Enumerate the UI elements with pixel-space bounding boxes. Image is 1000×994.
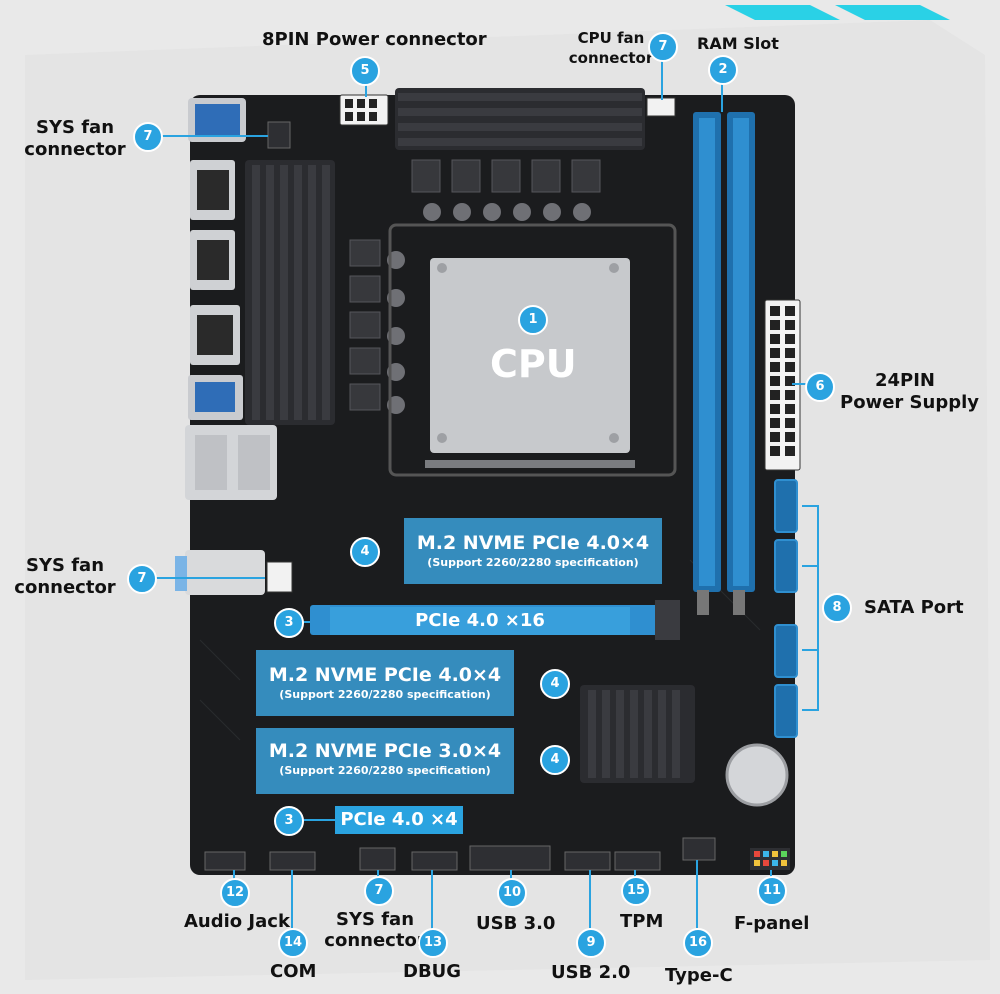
cpu-socket	[430, 258, 630, 453]
ram-slots	[693, 112, 755, 615]
label-sys-fan-bot-1: SYS fan	[335, 909, 415, 930]
badge-4-m2-mid: 4	[540, 669, 570, 699]
badge-6: 6	[805, 372, 835, 402]
m2-slot-mid: M.2 NVME PCIe 4.0×4 (Support 2260/2280 s…	[256, 650, 514, 716]
accent-stripe	[725, 5, 840, 20]
cmos-battery	[725, 743, 789, 807]
badge-11: 11	[757, 876, 787, 906]
label-ram: RAM Slot	[697, 34, 779, 53]
badge-10: 10	[497, 878, 527, 908]
badge-4-m2-top: 4	[350, 537, 380, 567]
badge-3-pcie4: 3	[274, 806, 304, 836]
cpu-fan-header	[646, 97, 676, 117]
badge-7-sys-fan-bot: 7	[364, 876, 394, 906]
pcie4-slot-label: PCIe 4.0 ×4	[335, 806, 463, 834]
badge-13: 13	[418, 928, 448, 958]
cpu-socket-frame	[388, 223, 677, 477]
sys-fan-header-top	[267, 121, 291, 149]
m2-slot-top-sub: (Support 2260/2280 specification)	[427, 556, 639, 569]
pcie16-slot-label: PCIe 4.0 ×16	[330, 607, 630, 635]
badge-7-sys-fan-top: 7	[133, 122, 163, 152]
m2-slot-top-title: M.2 NVME PCIe 4.0×4	[416, 532, 650, 554]
label-sys-fan-bot-2: connector	[324, 930, 426, 951]
badge-1: 1	[518, 305, 548, 335]
cpu-label: CPU	[490, 342, 577, 386]
badge-2: 2	[708, 55, 738, 85]
vrm-heatsink-top	[395, 88, 645, 150]
label-com: COM	[270, 961, 317, 982]
bottom-headers	[204, 837, 716, 871]
badge-15: 15	[621, 876, 651, 906]
label-sys-fan-top-1: SYS fan	[35, 117, 115, 138]
m2-slot-bot-title: M.2 NVME PCIe 3.0×4	[268, 740, 502, 762]
label-cpu-fan-1: CPU fan	[577, 29, 645, 47]
sys-fan-header-mid	[266, 561, 293, 593]
badge-12: 12	[220, 878, 250, 908]
label-dbug: DBUG	[403, 961, 462, 982]
badge-9: 9	[576, 928, 606, 958]
label-audio: Audio Jack	[184, 911, 290, 932]
label-8pin: 8PIN Power connector	[262, 29, 487, 50]
label-sys-fan-mid-1: SYS fan	[25, 555, 105, 576]
accent-stripe	[835, 5, 950, 20]
pcie16-title: PCIe 4.0 ×16	[415, 610, 545, 631]
m2-slot-bot: M.2 NVME PCIe 3.0×4 (Support 2260/2280 s…	[256, 728, 514, 794]
badge-7-cpu-fan: 7	[648, 32, 678, 62]
label-sys-fan-top-2: connector	[24, 139, 126, 160]
m2-slot-mid-sub: (Support 2260/2280 specification)	[279, 688, 491, 701]
label-sys-fan-mid-2: connector	[14, 577, 116, 598]
label-typec: Type-C	[665, 965, 733, 986]
m2-slot-bot-sub: (Support 2260/2280 specification)	[279, 764, 491, 777]
sata-ports	[774, 479, 798, 738]
chokes	[349, 159, 601, 411]
vrm-heatsink-left	[245, 160, 335, 425]
badge-16: 16	[683, 928, 713, 958]
badge-7-sys-fan-mid: 7	[127, 564, 157, 594]
label-fpanel: F-panel	[734, 913, 810, 934]
badge-14: 14	[278, 928, 308, 958]
badge-4-m2-bot: 4	[540, 745, 570, 775]
label-tpm: TPM	[620, 911, 664, 932]
label-cpu-fan-2: connector	[568, 49, 654, 67]
label-24pin-2: Power Supply	[840, 392, 979, 413]
label-sata: SATA Port	[864, 597, 964, 618]
fpanel-pins	[750, 848, 790, 870]
label-24pin-1: 24PIN	[874, 370, 935, 391]
label-usb3: USB 3.0	[476, 913, 556, 934]
badge-3-pcie16: 3	[274, 608, 304, 638]
badge-5: 5	[350, 56, 380, 86]
pcie4-title: PCIe 4.0 ×4	[340, 809, 458, 830]
label-usb2: USB 2.0	[551, 962, 631, 983]
io-ports	[175, 98, 277, 595]
m2-slot-mid-title: M.2 NVME PCIe 4.0×4	[268, 664, 502, 686]
m2-slot-top: M.2 NVME PCIe 4.0×4 (Support 2260/2280 s…	[404, 518, 662, 584]
badge-8: 8	[822, 593, 852, 623]
